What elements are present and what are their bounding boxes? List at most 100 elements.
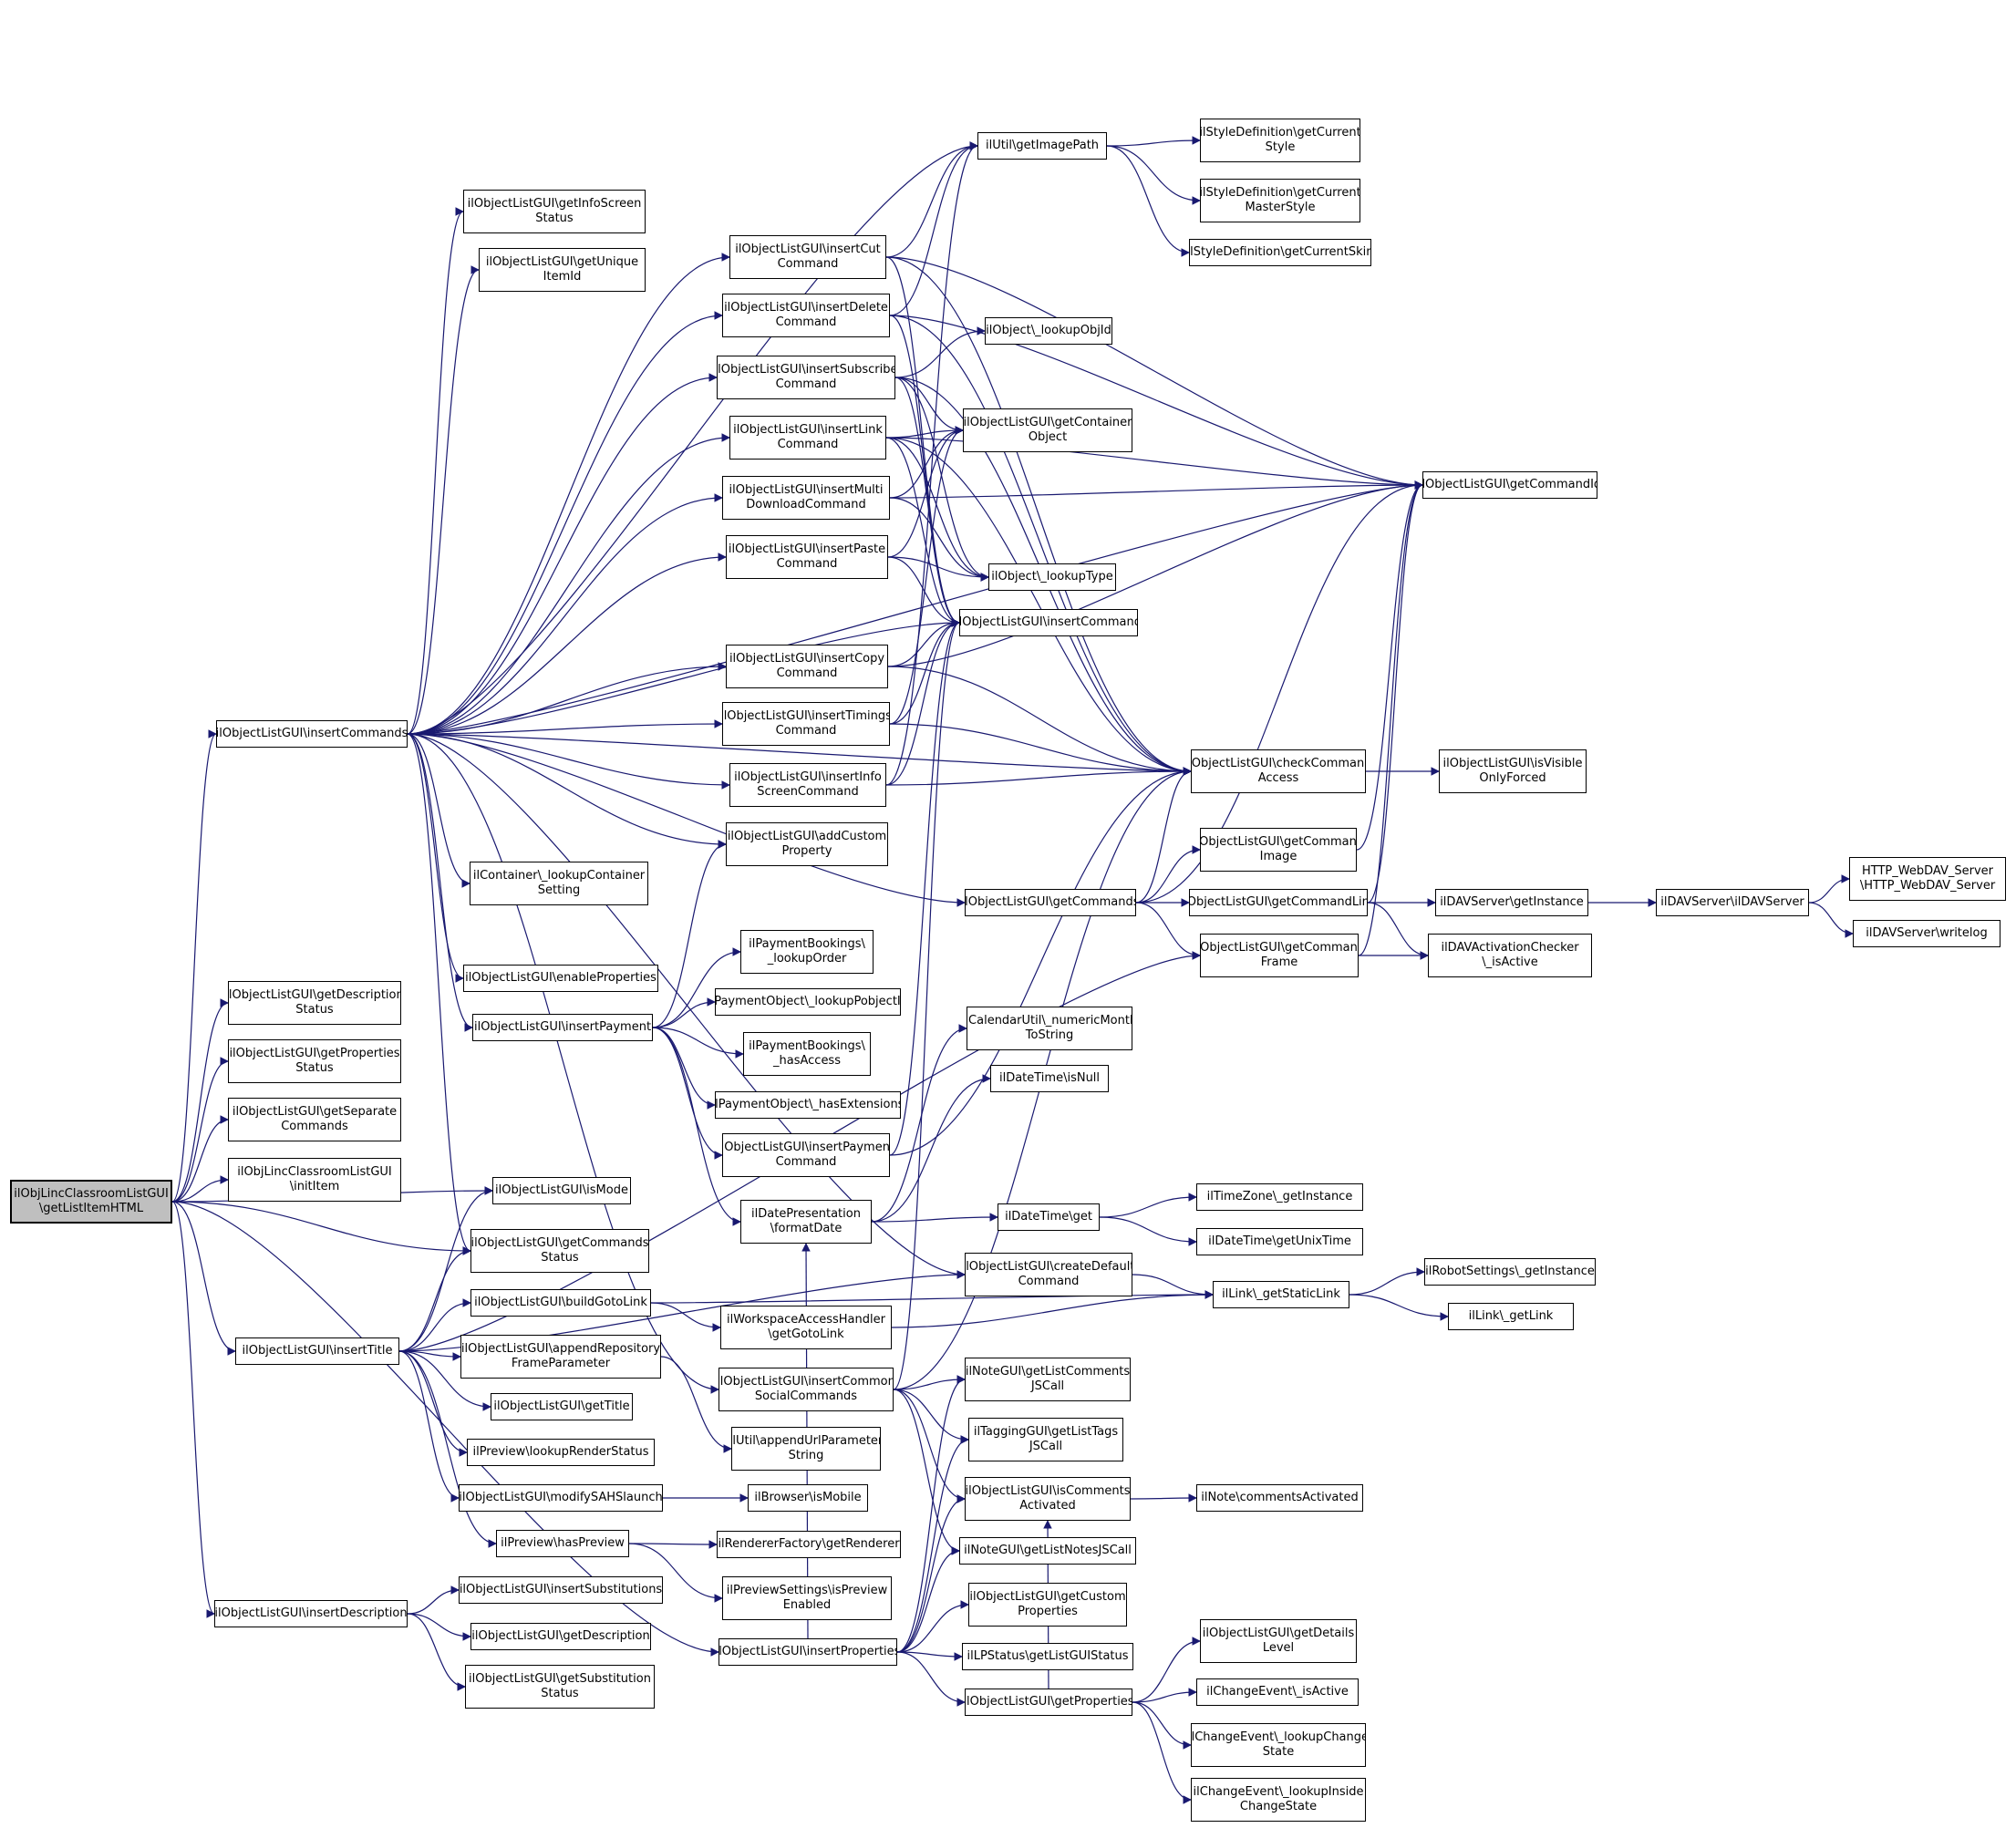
node-insertInfoScreenCommand[interactable]: ilObjectListGUI\insertInfo ScreenCommand xyxy=(729,763,886,807)
node-hasExtensions[interactable]: ilPaymentObject\_hasExtensions xyxy=(715,1091,901,1119)
node-getCommands[interactable]: ilObjectListGUI\getCommands xyxy=(965,889,1136,916)
node-isNull[interactable]: ilDateTime\isNull xyxy=(990,1065,1109,1092)
node-appendRepoFrame[interactable]: ilObjectListGUI\appendRepository FramePa… xyxy=(460,1335,661,1379)
node-getInfoScreenStatus[interactable]: ilObjectListGUI\getInfoScreen Status xyxy=(463,190,646,233)
node-ilDAVServerCtor[interactable]: ilDAVServer\ilDAVServer xyxy=(1656,889,1809,916)
node-insertPasteCommand[interactable]: ilObjectListGUI\insertPaste Command xyxy=(726,535,888,579)
node-checkCommandAccess[interactable]: ilObjectListGUI\checkCommand Access xyxy=(1191,749,1366,793)
node-lookupOrder[interactable]: ilPaymentBookings\ _lookupOrder xyxy=(740,930,874,974)
node-davGetInstance[interactable]: ilDAVServer\getInstance xyxy=(1435,889,1588,916)
node-listNotes[interactable]: ilNoteGUI\getListNotesJSCall xyxy=(959,1537,1136,1565)
node-getCommandFrame[interactable]: ilObjectListGUI\getCommand Frame xyxy=(1200,934,1359,977)
node-lookupPobjectId[interactable]: ilPaymentObject\_lookupPobjectId xyxy=(715,988,901,1016)
node-label-insertPasteCommand: ilObjectListGUI\insertPaste Command xyxy=(728,542,886,571)
node-getCommandsStatus[interactable]: ilObjectListGUI\getCommands Status xyxy=(470,1229,649,1273)
node-insertCommand[interactable]: ilObjectListGUI\insertCommand xyxy=(959,609,1138,636)
node-getUnixTime[interactable]: ilDateTime\getUnixTime xyxy=(1196,1228,1363,1255)
node-getSubstitutionStatus[interactable]: ilObjectListGUI\getSubstitution Status xyxy=(465,1665,655,1709)
edge-insertCommands-to-insertCommand xyxy=(407,618,960,735)
node-insertTimingsCommand[interactable]: ilObjectListGUI\insertTimings Command xyxy=(722,702,890,746)
node-hasPreview[interactable]: ilPreview\hasPreview xyxy=(496,1530,629,1557)
node-insertCopyCommand[interactable]: ilObjectListGUI\insertCopy Command xyxy=(726,645,888,688)
node-socialCommands[interactable]: ilObjectListGUI\insertCommon SocialComma… xyxy=(719,1368,894,1411)
node-getCurrentMasterStyle[interactable]: ilStyleDefinition\getCurrent MasterStyle xyxy=(1200,179,1360,222)
node-label-isNull: ilDateTime\isNull xyxy=(998,1070,1101,1085)
node-createDefaultCommand[interactable]: ilObjectListGUI\createDefault Command xyxy=(965,1253,1132,1296)
node-davIsActive[interactable]: ilDAVActivationChecker \_isActive xyxy=(1428,934,1592,977)
node-getCurrentStyle[interactable]: ilStyleDefinition\getCurrent Style xyxy=(1200,119,1360,162)
node-robotSettings[interactable]: ilRobotSettings\_getInstance xyxy=(1424,1258,1596,1286)
node-hasAccess[interactable]: ilPaymentBookings\ _hasAccess xyxy=(743,1032,871,1076)
node-lookupContainerSetting[interactable]: ilContainer\_lookupContainer Setting xyxy=(470,862,648,905)
node-getImagePath[interactable]: ilUtil\getImagePath xyxy=(977,132,1107,160)
node-getTitle[interactable]: ilObjectListGUI\getTitle xyxy=(491,1393,633,1420)
node-getCommandId[interactable]: ilObjectListGUI\getCommandId xyxy=(1422,471,1597,499)
node-numericMonth[interactable]: ilCalendarUtil\_numericMonth ToString xyxy=(967,1007,1132,1050)
edge-insertTitle-to-hasPreview xyxy=(398,1350,497,1548)
node-getContainerObject[interactable]: ilObjectListGUI\getContainer Object xyxy=(963,408,1132,452)
node-isCommentsActivated[interactable]: ilObjectListGUI\isComments Activated xyxy=(965,1477,1131,1521)
node-insertSubscribeCommand[interactable]: ilObjectListGUI\insertSubscribe Command xyxy=(717,356,895,399)
node-insertDescription[interactable]: ilObjectListGUI\insertDescription xyxy=(214,1600,408,1627)
node-staticLink[interactable]: ilLink\_getStaticLink xyxy=(1213,1281,1349,1308)
node-ceLookupChange[interactable]: ilChangeEvent\_lookupChange State xyxy=(1191,1723,1366,1767)
node-ceIsActive[interactable]: ilChangeEvent\_isActive xyxy=(1196,1678,1359,1706)
node-insertPayment[interactable]: ilObjectListGUI\insertPayment xyxy=(472,1014,653,1041)
node-getPropertiesStatus[interactable]: ilObjectListGUI\getProperties Status xyxy=(228,1039,401,1083)
node-getRenderer[interactable]: ilRendererFactory\getRenderer xyxy=(717,1531,901,1558)
node-gotoLink[interactable]: ilWorkspaceAccessHandler \getGotoLink xyxy=(720,1306,892,1349)
node-insertMultiDownloadCommand[interactable]: ilObjectListGUI\insertMulti DownloadComm… xyxy=(722,476,890,520)
edge-socialCommands-to-insertCommand xyxy=(893,618,960,1390)
node-insertLinkCommand[interactable]: ilObjectListGUI\insertLink Command xyxy=(729,416,886,460)
node-getDescription[interactable]: ilObjectListGUI\getDescription xyxy=(470,1623,651,1650)
node-getProperties[interactable]: ilObjectListGUI\getProperties xyxy=(965,1689,1132,1716)
edge-dtGet-to-tzGetInstance xyxy=(1099,1193,1197,1218)
node-insertCommands[interactable]: ilObjectListGUI\insertCommands xyxy=(216,720,408,748)
node-getCommandImage[interactable]: ilObjectListGUI\getCommand Image xyxy=(1200,828,1357,872)
node-commentsActivated[interactable]: ilNote\commentsActivated xyxy=(1196,1484,1363,1512)
node-getCommandLink[interactable]: ilObjectListGUI\getCommandLink xyxy=(1189,889,1368,916)
node-ceLookupInside[interactable]: ilChangeEvent\_lookupInside ChangeState xyxy=(1191,1778,1366,1822)
edge-insertInfoScreenCommand-to-checkCommandAccess xyxy=(885,767,1192,786)
node-getCurrentSkin[interactable]: ilStyleDefinition\getCurrentSkin xyxy=(1189,239,1371,266)
node-initItem[interactable]: ilObjLincClassroomListGUI \initItem xyxy=(228,1158,401,1202)
node-buildGotoLink[interactable]: ilObjectListGUI\buildGotoLink xyxy=(470,1289,651,1317)
node-enableProperties[interactable]: ilObjectListGUI\enableProperties xyxy=(463,965,658,992)
node-writelog[interactable]: ilDAVServer\writelog xyxy=(1853,920,2000,947)
node-lookupType[interactable]: ilObject\_lookupType xyxy=(988,563,1116,591)
edge-insertDeleteCommand-to-checkCommandAccess xyxy=(889,315,1192,776)
node-label-commentsActivated: ilNote\commentsActivated xyxy=(1201,1490,1359,1504)
node-isPreviewEnabled[interactable]: ilPreviewSettings\isPreview Enabled xyxy=(722,1576,892,1620)
node-dtGet[interactable]: ilDateTime\get xyxy=(998,1203,1100,1231)
node-tzGetInstance[interactable]: ilTimeZone\_getInstance xyxy=(1196,1183,1363,1211)
node-lookupRenderStatus[interactable]: ilPreview\lookupRenderStatus xyxy=(467,1439,655,1466)
node-insertPaymentCommand[interactable]: ilObjectListGUI\insertPayment Command xyxy=(722,1133,890,1177)
node-insertTitle[interactable]: ilObjectListGUI\insertTitle xyxy=(235,1337,399,1365)
node-listComments[interactable]: ilNoteGUI\getListComments JSCall xyxy=(965,1358,1131,1401)
node-lpStatus[interactable]: ilLPStatus\getListGUIStatus xyxy=(962,1643,1133,1670)
node-isMode[interactable]: ilObjectListGUI\isMode xyxy=(492,1177,631,1204)
edge-appendRepoFrame-to-appendUrl xyxy=(660,1356,732,1453)
node-isMobile[interactable]: ilBrowser\isMobile xyxy=(748,1484,868,1512)
node-insertSubstitutions[interactable]: ilObjectListGUI\insertSubstitutions xyxy=(459,1576,663,1604)
node-getSeparateCommands[interactable]: ilObjectListGUI\getSeparate Commands xyxy=(228,1098,401,1141)
node-getDescriptionStatus[interactable]: ilObjectListGUI\getDescription Status xyxy=(228,981,401,1025)
node-customProps[interactable]: ilObjectListGUI\getCustom Properties xyxy=(968,1583,1127,1627)
node-getLink[interactable]: ilLink\_getLink xyxy=(1448,1303,1574,1330)
node-httpWebdav[interactable]: HTTP_WebDAV_Server \HTTP_WebDAV_Server xyxy=(1849,857,2006,901)
edge-insertCommands-to-insertLinkCommand xyxy=(407,433,730,735)
node-addCustomProperty[interactable]: ilObjectListGUI\addCustom Property xyxy=(726,822,888,866)
node-label-insertSubscribeCommand: ilObjectListGUI\insertSubscribe Command xyxy=(717,362,895,391)
node-appendUrl[interactable]: ilUtil\appendUrlParameter String xyxy=(731,1427,881,1471)
node-modifySAHSlaunch[interactable]: ilObjectListGUI\modifySAHSlaunch xyxy=(459,1484,663,1512)
node-getUniqueItemId[interactable]: ilObjectListGUI\getUnique ItemId xyxy=(479,248,646,292)
node-insertProperties[interactable]: ilObjectListGUI\insertProperties xyxy=(719,1638,897,1666)
node-insertCutCommand[interactable]: ilObjectListGUI\insertCut Command xyxy=(729,235,886,279)
node-isVisibleOnlyForced[interactable]: ilObjectListGUI\isVisible OnlyForced xyxy=(1439,749,1587,793)
node-listTags[interactable]: ilTaggingGUI\getListTags JSCall xyxy=(968,1418,1123,1461)
node-insertDeleteCommand[interactable]: ilObjectListGUI\insertDelete Command xyxy=(722,294,890,337)
node-lookupObjId[interactable]: ilObject\_lookupObjId xyxy=(985,317,1112,345)
node-formatDate[interactable]: ilDatePresentation \formatDate xyxy=(740,1200,872,1244)
node-detailsLevel[interactable]: ilObjectListGUI\getDetails Level xyxy=(1200,1619,1357,1663)
